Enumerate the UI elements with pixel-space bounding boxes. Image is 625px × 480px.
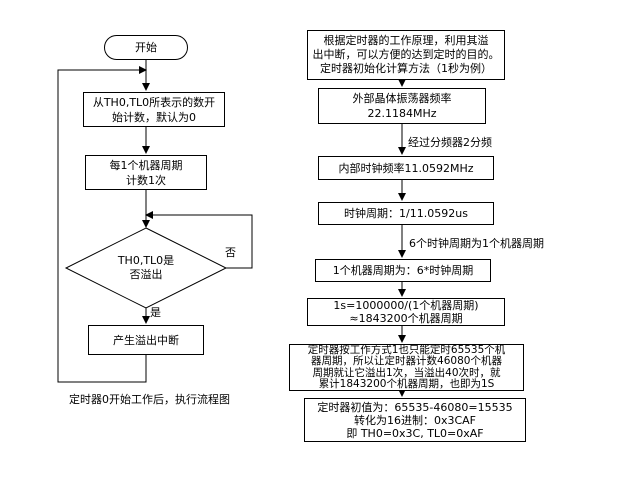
machine-period-box: 1个机器周期为：6*时钟周期 — [315, 259, 491, 282]
intro-box: 根据定时器的工作原理，利用其溢 出中断，可以方便的达到定时的目的。 定时器初始化… — [307, 30, 505, 80]
count-step-box: 每1个机器周期 计数1次 — [85, 155, 207, 190]
loop-back-arrow — [57, 66, 147, 383]
interrupt-box: 产生溢出中断 — [88, 325, 204, 355]
internal-clock-box: 内部时钟频率11.0592MHz — [318, 156, 494, 180]
decision-label: TH0,TL0是 否溢出 — [117, 254, 175, 281]
no-label: 否 — [225, 246, 236, 259]
divider-note: 经过分频器2分频 — [408, 136, 492, 149]
count-start-box: 从TH0,TL0所表示的数开 始计数，默认为0 — [83, 92, 225, 127]
one-second-box: 1s=1000000/(1个机器周期) ≈1843200个机器周期 — [307, 298, 505, 326]
mode-desc-box: 定时器按工作方式1也只能定时65535个机 器周期，所以让定时器计数46080个… — [289, 344, 524, 391]
clock-period-box: 时钟周期：1/11.0592us — [318, 202, 494, 225]
initial-value-box: 定时器初值为：65535-46080=15535 转化为16进制：0x3CAF … — [304, 398, 526, 442]
machine-cycle-note: 6个时钟周期为1个机器周期 — [409, 237, 544, 250]
loop-no-arrow — [145, 211, 253, 269]
left-caption: 定时器0开始工作后，执行流程图 — [69, 393, 230, 406]
yes-label: 是 — [150, 306, 161, 319]
start-terminal: 开始 — [104, 35, 188, 60]
crystal-box: 外部晶体振荡器频率 22.1184MHz — [318, 88, 486, 124]
